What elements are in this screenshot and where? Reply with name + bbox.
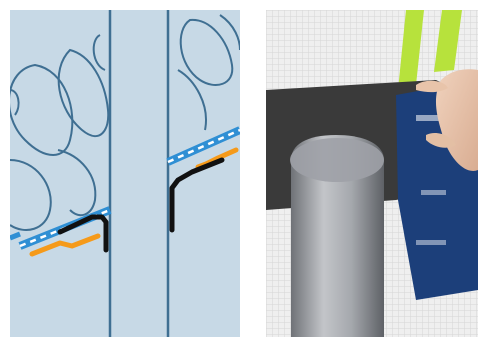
pipe-top	[290, 138, 384, 182]
roof-penetration-diagram	[10, 10, 240, 337]
tape-print-3	[416, 240, 446, 245]
diagram-background	[10, 10, 240, 337]
pipe-sealing-photo	[266, 10, 478, 337]
photo-svg	[266, 10, 478, 337]
tape-print-2	[421, 190, 446, 195]
diagram-svg	[10, 10, 240, 337]
